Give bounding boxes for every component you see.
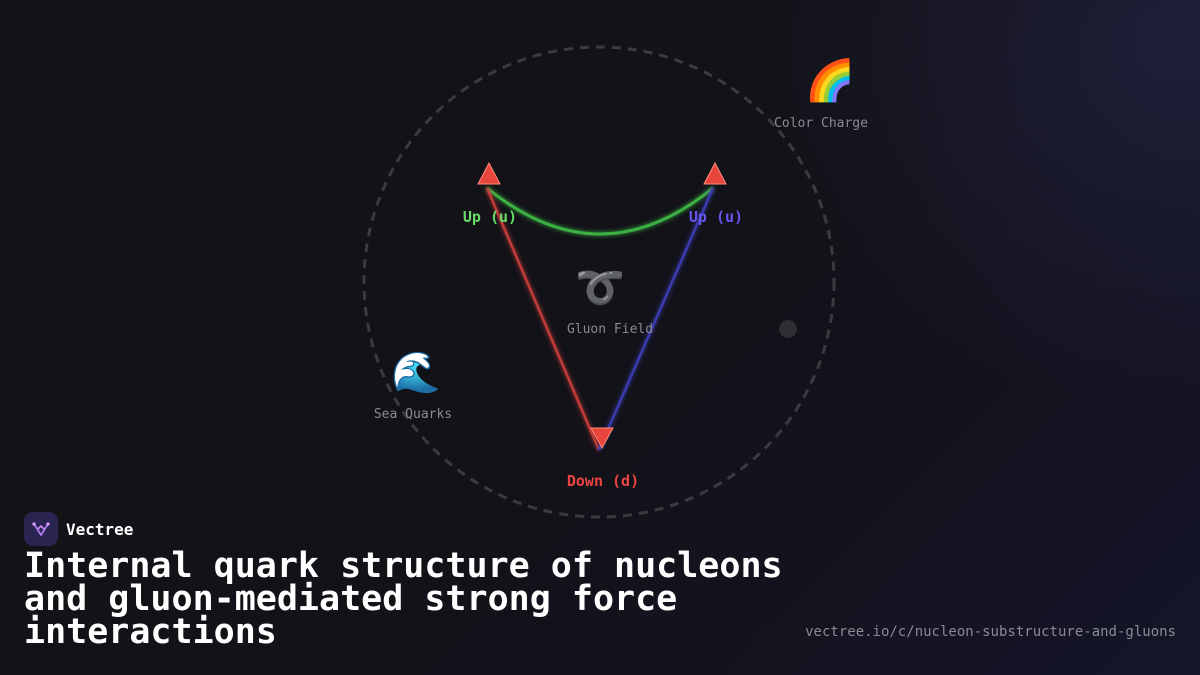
nucleon-boundary bbox=[362, 45, 836, 519]
vectree-logo-icon bbox=[24, 512, 58, 546]
quark-up-1-icon bbox=[477, 161, 501, 185]
sea-quarks-label: Sea Quarks bbox=[373, 407, 453, 422]
quark-label-up-1: Up (u) bbox=[462, 208, 518, 226]
gluon-line-green bbox=[486, 186, 714, 236]
source-url[interactable]: vectree.io/c/nucleon-substructure-and-gl… bbox=[805, 624, 1176, 640]
quark-up-2-icon bbox=[703, 161, 727, 185]
brand-name: Vectree bbox=[66, 519, 134, 539]
gluon-line-red bbox=[485, 187, 601, 451]
color-charge-label: Color Charge bbox=[774, 116, 868, 131]
wave-icon: 🌊 bbox=[391, 350, 441, 396]
brand: Vectree bbox=[24, 512, 133, 546]
gluon-field-label: Gluon Field bbox=[566, 322, 654, 337]
rainbow-icon: 🌈 bbox=[805, 58, 855, 104]
gluon-line-blue bbox=[597, 187, 715, 451]
quark-label-up-2: Up (u) bbox=[688, 208, 744, 226]
quark-down-icon bbox=[590, 427, 614, 450]
quark-label-down: Down (d) bbox=[566, 472, 640, 490]
curly-loop-icon: ➰ bbox=[575, 265, 625, 311]
particle-dot bbox=[779, 320, 797, 338]
page-title: Internal quark structure of nucleons and… bbox=[24, 546, 783, 652]
